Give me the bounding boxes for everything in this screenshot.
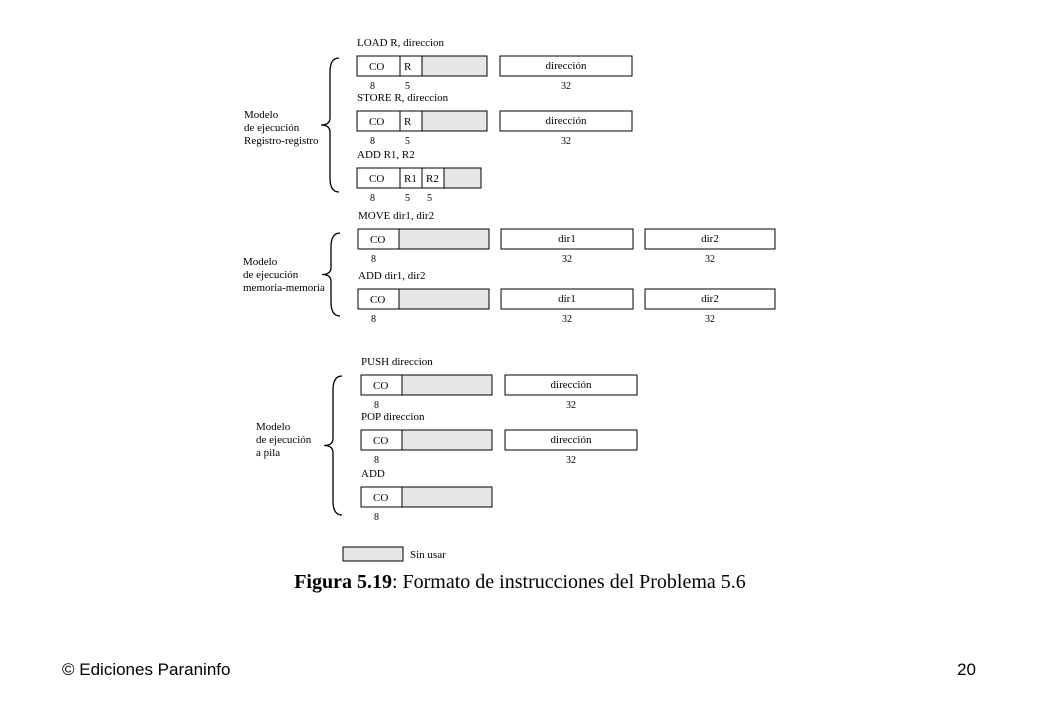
unused-field <box>401 429 493 451</box>
field-bits: 8 <box>371 314 376 325</box>
figure-number: Figura 5.19 <box>294 571 392 593</box>
address-word-label: dirección <box>546 60 587 72</box>
field-label: R <box>404 116 412 128</box>
figure-caption: Figura 5.19: Formato de instrucciones de… <box>0 571 1040 594</box>
group-label-line: de ejecución <box>256 434 312 446</box>
instruction-title: ADD dir1, dir2 <box>358 270 426 282</box>
address-word-label: dir2 <box>701 293 719 305</box>
field-label: R1 <box>404 173 417 185</box>
address-word-box <box>500 288 634 310</box>
group-label-line: Modelo <box>243 256 278 268</box>
address-word-bits: 32 <box>562 314 572 325</box>
address-word-label: dir1 <box>558 293 576 305</box>
instruction-title: LOAD R, direccion <box>357 37 445 49</box>
field-bits: 8 <box>370 136 375 147</box>
group-brace-2 <box>321 232 341 317</box>
address-word-bits: 32 <box>562 254 572 265</box>
instruction-title: PUSH direccion <box>361 356 433 368</box>
instruction-title: MOVE dir1, dir2 <box>358 210 434 222</box>
field-label: CO <box>373 435 388 447</box>
address-word-box <box>644 288 776 310</box>
field-bits: 8 <box>374 512 379 523</box>
address-word-box <box>500 228 634 250</box>
field-bits: 5 <box>405 136 410 147</box>
unused-field <box>421 55 488 77</box>
group-brace-3 <box>323 375 343 516</box>
address-word-label: dirección <box>546 115 587 127</box>
address-word-bits: 32 <box>566 400 576 411</box>
unused-field <box>398 228 490 250</box>
field-label: CO <box>369 116 384 128</box>
group-brace-1 <box>320 57 340 193</box>
address-word-bits: 32 <box>561 81 571 92</box>
unused-field <box>401 486 493 508</box>
address-word-bits: 32 <box>705 314 715 325</box>
address-word-label: dir2 <box>701 233 719 245</box>
address-word-box <box>499 110 633 132</box>
address-word-box <box>499 55 633 77</box>
group-label-line: Modelo <box>256 421 291 433</box>
field-label: R <box>404 61 412 73</box>
unused-field <box>398 288 490 310</box>
address-word-bits: 32 <box>561 136 571 147</box>
page-number: 20 <box>957 660 976 679</box>
field-bits: 5 <box>405 193 410 204</box>
field-bits: 8 <box>374 400 379 411</box>
footer-publisher: © Ediciones Paraninfo <box>62 660 231 679</box>
group-label-line: memoria-memoria <box>243 282 325 294</box>
address-word-box <box>644 228 776 250</box>
field-bits: 5 <box>405 81 410 92</box>
field-bits: 5 <box>427 193 432 204</box>
address-word-label: dirección <box>551 379 592 391</box>
address-word-label: dirección <box>551 434 592 446</box>
field-label: R2 <box>426 173 439 185</box>
group-label-line: a pila <box>256 447 280 459</box>
address-word-box <box>504 374 638 396</box>
group-label-line: de ejecución <box>243 269 299 281</box>
unused-field <box>421 110 488 132</box>
field-label: CO <box>370 234 385 246</box>
field-bits: 8 <box>374 455 379 466</box>
field-label: CO <box>373 492 388 504</box>
field-label: CO <box>370 294 385 306</box>
figure-caption-text: : Formato de instrucciones del Problema … <box>391 571 746 593</box>
field-bits: 8 <box>370 193 375 204</box>
unused-field <box>443 167 482 189</box>
instruction-title: ADD R1, R2 <box>357 149 415 161</box>
address-word-box <box>504 429 638 451</box>
group-label-line: de ejecución <box>244 122 300 134</box>
address-word-label: dir1 <box>558 233 576 245</box>
legend-swatch <box>342 546 404 562</box>
field-bits: 8 <box>371 254 376 265</box>
legend-label: Sin usar <box>410 549 446 561</box>
group-label-line: Modelo <box>244 109 279 121</box>
field-label: CO <box>373 380 388 392</box>
field-label: CO <box>369 61 384 73</box>
address-word-bits: 32 <box>705 254 715 265</box>
instruction-title: STORE R, direccion <box>357 92 449 104</box>
unused-field <box>401 374 493 396</box>
field-bits: 8 <box>370 81 375 92</box>
group-label-line: Registro-registro <box>244 135 319 147</box>
field-label: CO <box>369 173 384 185</box>
instruction-title: ADD <box>361 468 385 480</box>
instruction-title: POP direccion <box>361 411 425 423</box>
address-word-bits: 32 <box>566 455 576 466</box>
